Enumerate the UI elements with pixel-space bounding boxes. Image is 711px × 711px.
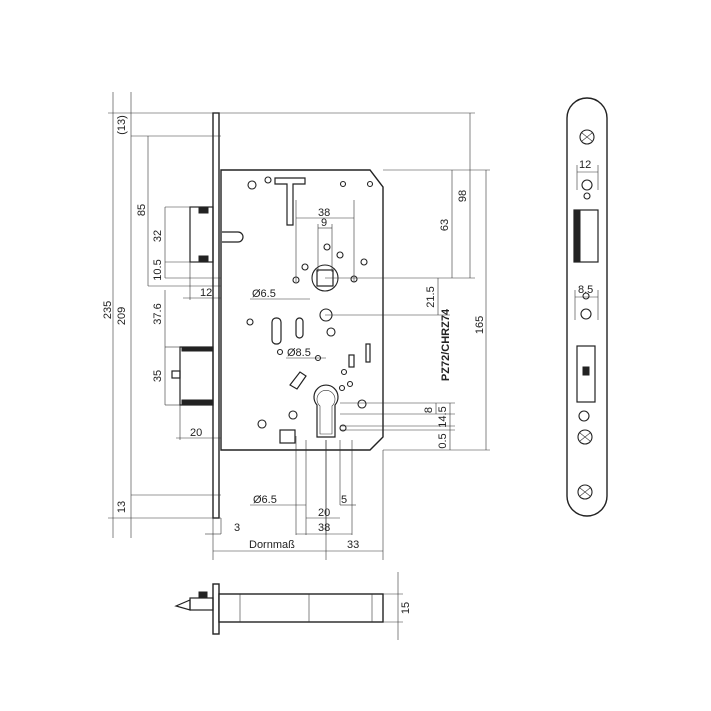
cylinder-profile bbox=[313, 384, 339, 438]
faceplate-screw-hole-1 bbox=[581, 179, 593, 191]
dim-8: 8 bbox=[423, 407, 435, 413]
faceplate-latch-shade bbox=[573, 209, 581, 263]
small-hole-7 bbox=[360, 258, 368, 266]
dim-63: 63 bbox=[439, 219, 451, 231]
dim-0-5: 0.5 bbox=[437, 433, 449, 448]
faceplate-hole-3 bbox=[582, 292, 590, 300]
small-hole-1 bbox=[339, 180, 347, 188]
side-case bbox=[218, 593, 384, 623]
side-faceplate bbox=[212, 583, 220, 635]
faceplate-screw-hole-2 bbox=[583, 192, 591, 200]
dim-165: 165 bbox=[474, 316, 486, 334]
dim-21-5: 21.5 bbox=[425, 286, 437, 307]
lock-case bbox=[220, 169, 384, 451]
small-hole-10 bbox=[276, 348, 284, 356]
dim-5: 5 bbox=[341, 494, 347, 506]
lock-front-view bbox=[171, 112, 384, 519]
lower-block bbox=[279, 429, 296, 444]
faceplate-bolt-shade bbox=[582, 366, 590, 376]
faceplate-strip bbox=[212, 112, 220, 519]
side-dim-15: 15 bbox=[400, 602, 412, 614]
dimension-labels: 235 (13) 209 13 85 32 10.5 12 37.6 35 20… bbox=[102, 115, 486, 551]
small-hole-12 bbox=[340, 368, 348, 376]
side-latch-tip bbox=[174, 599, 191, 611]
side-view: 15 bbox=[174, 572, 412, 640]
dim-37-6: 37.6 bbox=[152, 303, 164, 324]
dead-bolt-shade-bottom bbox=[181, 399, 214, 405]
small-hole-5 bbox=[336, 251, 344, 259]
dim-20-bottom: 20 bbox=[318, 507, 330, 519]
side-latch bbox=[189, 597, 214, 611]
dim-10-5: 10.5 bbox=[152, 259, 164, 280]
cylinder-fix-hole-bottom bbox=[339, 424, 347, 432]
dim-35: 35 bbox=[152, 370, 164, 382]
dim-32: 32 bbox=[152, 230, 164, 242]
mounting-hole-top-left-2 bbox=[264, 176, 272, 184]
latch-lever bbox=[222, 231, 244, 243]
dim-33: 33 bbox=[347, 539, 359, 551]
lower-hole-left bbox=[257, 419, 267, 429]
dim-85: 85 bbox=[136, 204, 148, 216]
cylinder-profile-inner bbox=[316, 389, 336, 435]
faceplate-dim-8-5: 8.5 bbox=[578, 284, 593, 296]
dim-dia-6-5-top: Ø6.5 bbox=[252, 288, 276, 300]
dead-bolt-shade bbox=[181, 346, 214, 352]
center-hole-2 bbox=[326, 327, 336, 337]
cylinder-fix-hole-right bbox=[357, 399, 367, 409]
cylinder-fix-hole-left bbox=[288, 410, 298, 420]
notch-b bbox=[365, 343, 371, 363]
dim-12: 12 bbox=[200, 287, 212, 299]
dim-3: 3 bbox=[234, 522, 240, 534]
cylinder-label: PZ72/CHRZ74 bbox=[440, 308, 452, 381]
dim-14-5: 14.5 bbox=[437, 406, 449, 427]
latch-bolt-tab bbox=[198, 206, 209, 214]
dim-235: 235 bbox=[102, 301, 114, 319]
dead-bolt-pin bbox=[171, 370, 181, 379]
small-hole-13 bbox=[338, 384, 346, 392]
small-hole-9 bbox=[246, 318, 254, 326]
dim-dia-6-5-bottom: Ø6.5 bbox=[253, 494, 277, 506]
dim-13-top: (13) bbox=[116, 115, 128, 135]
faceplate-dim-12: 12 bbox=[579, 159, 591, 171]
dim-38-top: 38 bbox=[318, 207, 330, 219]
faceplate-hole-4 bbox=[580, 308, 592, 320]
dim-dia-8-5: Ø8.5 bbox=[287, 347, 311, 359]
slot-left bbox=[271, 317, 282, 345]
latch-bolt-tab-lower bbox=[198, 255, 209, 263]
small-hole-8 bbox=[323, 243, 331, 251]
latch-bolt bbox=[189, 206, 214, 263]
notch-a bbox=[348, 354, 355, 368]
dim-209: 209 bbox=[116, 307, 128, 325]
faceplate-bolt-opening bbox=[576, 345, 596, 403]
latch-slot bbox=[274, 177, 306, 226]
backset-label: Dornmaß bbox=[249, 539, 295, 551]
dead-bolt bbox=[179, 346, 214, 406]
faceplate-outline bbox=[566, 97, 608, 517]
dim-98: 98 bbox=[457, 190, 469, 202]
small-hole-2 bbox=[366, 180, 374, 188]
small-hole-3 bbox=[301, 263, 309, 271]
dim-20-left: 20 bbox=[190, 427, 202, 439]
dim-38-bottom: 38 bbox=[318, 522, 330, 534]
small-hole-14 bbox=[346, 380, 354, 388]
dim-9: 9 bbox=[321, 217, 327, 229]
slot-mid bbox=[295, 317, 304, 339]
side-latch-part bbox=[198, 591, 208, 598]
dim-13-bottom: 13 bbox=[116, 501, 128, 513]
faceplate-hole-5 bbox=[578, 410, 590, 422]
swivel-lever bbox=[289, 371, 307, 390]
mounting-hole-top-left bbox=[247, 180, 257, 190]
faceplate-view: 12 8.5 bbox=[566, 97, 608, 517]
dimension-lines bbox=[108, 92, 490, 560]
